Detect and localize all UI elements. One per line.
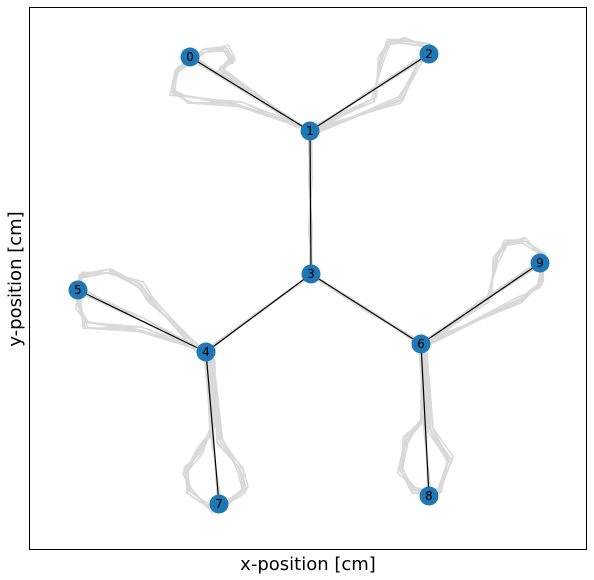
graph-edges	[77, 53, 541, 505]
x-axis-label: x-position [cm]	[240, 554, 376, 575]
track-loop-8	[399, 350, 453, 492]
node-label-6: 6	[417, 337, 425, 351]
edge-1-2	[309, 53, 430, 132]
node-7	[209, 494, 229, 514]
track-loop-9	[425, 241, 547, 341]
track-loop-7	[185, 358, 244, 513]
node-label-7: 7	[215, 497, 223, 511]
node-6	[411, 334, 431, 354]
node-label-2: 2	[425, 47, 433, 61]
track-loop-8	[401, 348, 449, 494]
node-0	[180, 47, 200, 67]
node-label-8: 8	[425, 489, 433, 503]
node-label-4: 4	[202, 345, 210, 359]
edge-6-9	[420, 262, 541, 345]
graph-nodes: 0 1 2 3 4 5 6 7 8 9	[68, 44, 550, 514]
node-5	[68, 280, 88, 300]
node-label-1: 1	[306, 124, 314, 138]
track-loop-5	[76, 268, 203, 351]
node-label-9: 9	[536, 256, 544, 270]
node-1	[300, 121, 320, 141]
track-loop-8	[398, 349, 450, 491]
edge-4-5	[77, 289, 207, 353]
edge-0-1	[189, 56, 311, 132]
node-8	[419, 486, 439, 506]
track-loop-9	[424, 238, 547, 343]
track-loop-5	[79, 271, 204, 354]
node-label-0: 0	[186, 50, 194, 64]
edge-6-8	[420, 343, 430, 497]
node-label-5: 5	[74, 283, 82, 297]
track-stem-3-6	[311, 273, 421, 347]
edge-3-6	[310, 273, 422, 345]
track-stem-3-6	[310, 273, 424, 343]
y-axis-label: y-position [cm]	[5, 211, 26, 346]
node-2	[419, 44, 439, 64]
edge-4-7	[205, 351, 220, 505]
track-loop-5	[79, 268, 204, 352]
node-label-3: 3	[307, 267, 315, 281]
node-3	[301, 264, 321, 284]
node-9	[530, 253, 550, 273]
edge-3-4	[205, 273, 312, 353]
track-loop-5	[77, 271, 201, 349]
node-4	[196, 342, 216, 362]
track-loop-2	[315, 41, 432, 128]
edge-1-3	[309, 130, 312, 275]
